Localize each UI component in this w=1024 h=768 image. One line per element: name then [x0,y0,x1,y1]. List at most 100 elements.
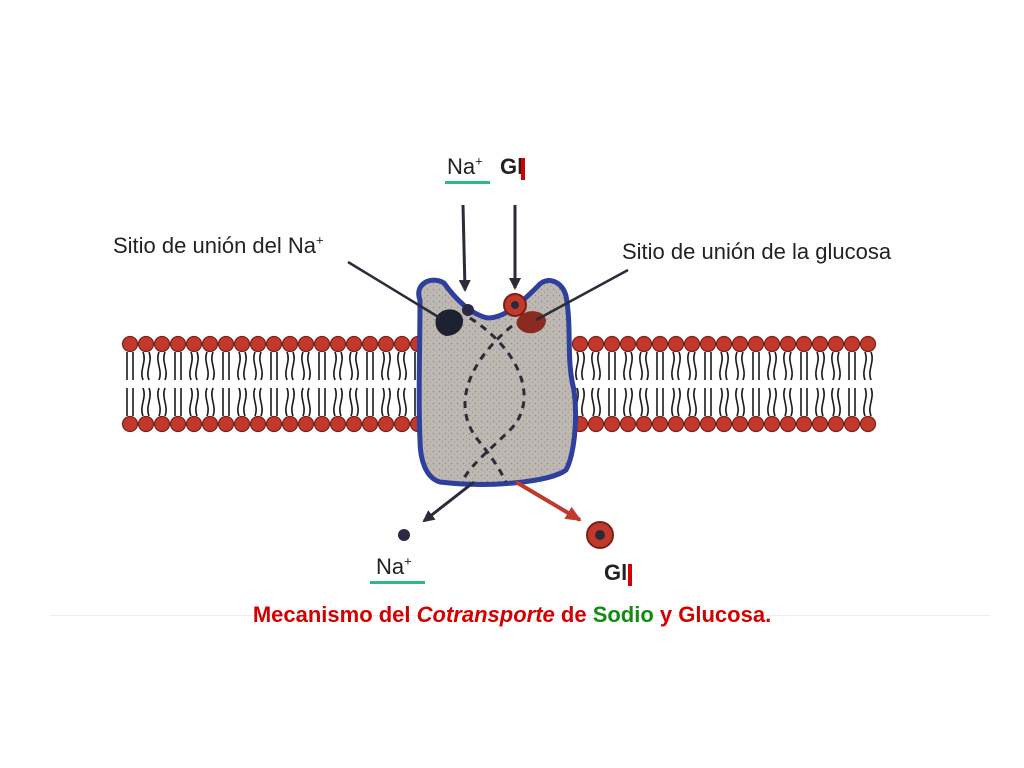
phospholipid-head [699,415,717,433]
caption-part-3: de [554,602,593,627]
lipid-tail [687,387,691,417]
phospholipid-head [779,335,797,353]
lipid-tail [677,351,681,381]
lipid-tail [243,351,247,381]
glucose-pathway-dashed [463,324,513,483]
na-entry-arrow [458,204,471,292]
lipid-tail [259,387,263,417]
phospholipid-head [329,335,347,353]
lipid-tail [869,351,873,381]
lipid-tail [163,387,167,417]
phospholipid-head [587,335,605,353]
lipid-tail [157,351,161,381]
phospholipid-head [393,415,411,433]
na-top-label: Na+ [447,153,483,179]
sodium-ion-bottom [398,529,410,541]
lipid-tail [741,351,745,381]
phospholipid-head [361,335,379,353]
lipid-tail [767,387,771,417]
glucose-binding-site-pointer [535,268,629,322]
lipid-tail [623,351,627,381]
phospholipid-head [843,415,861,433]
lipid-tail [725,387,729,417]
na-bottom-underline [370,581,425,584]
lipid-tail [301,351,305,381]
glucose-molecule-top [503,293,527,317]
lipid-tail [597,387,601,417]
phospholipid-head [827,335,845,353]
phospholipid-head [859,335,877,353]
phospholipid-head [377,335,395,353]
phospholipid-head [361,415,379,433]
lipid-tail [147,387,151,417]
phospholipid-head [715,415,733,433]
phospholipid-head [121,415,139,433]
caption-part-1: Mecanismo del [252,602,417,627]
glucose-molecule-bottom [586,521,614,549]
phospholipid-head [249,335,267,353]
lipid-tail [815,387,819,417]
phospholipid-head [827,415,845,433]
phospholipid-head [185,335,203,353]
phospholipid-head [779,415,797,433]
lipid-tail [339,351,343,381]
lipid-tail [157,387,161,417]
lipid-tail [869,387,873,417]
phospholipid-head [635,415,653,433]
lipid-tail [719,351,723,381]
lipid-tail [863,387,867,417]
lipid-tail [333,387,337,417]
lipid-tail [629,351,633,381]
lipid-tail [307,387,311,417]
phospholipid-head [185,415,203,433]
gl-top-label: Gl [500,154,524,179]
phospholipid-head [249,415,267,433]
lipid-tail [693,387,697,417]
lipid-tail [195,387,199,417]
phospholipid-head [137,335,155,353]
phospholipid-head [651,415,669,433]
phospholipid-head [313,335,331,353]
lipid-tail [333,351,337,381]
phospholipid-head [795,335,813,353]
lipid-tail [767,351,771,381]
lipid-tail [719,387,723,417]
phospholipid-head [603,415,621,433]
lipid-tail [645,351,649,381]
lipid-tail [253,351,257,381]
lipid-tail [837,351,841,381]
phospholipid-head [281,335,299,353]
lipid-tail [355,351,359,381]
glucose-binding-site-label: Sitio de unión de la glucosa [622,239,892,264]
lipid-tail [789,351,793,381]
transport-protein [416,277,579,487]
lipid-tail [725,351,729,381]
na-bottom-label: Na+ [376,553,412,579]
lipid-tail [677,387,681,417]
phospholipid-head [747,415,765,433]
lipid-tail [735,387,739,417]
phospholipid-head [169,335,187,353]
lipid-tail [205,351,209,381]
phospholipid-head [731,415,749,433]
lipid-tail [575,351,579,381]
na-pathway-dashed [460,316,526,483]
phospholipid-head [137,415,155,433]
lipid-tail [645,387,649,417]
phospholipid-head [313,415,331,433]
lipid-tail [189,387,193,417]
lipid-tail [291,387,295,417]
phospholipid-head [811,335,829,353]
lipid-tail [639,387,643,417]
caption-rule [50,615,990,616]
phospholipid-head [153,335,171,353]
glucose-exit-arrow [514,480,582,522]
lipid-tail [195,351,199,381]
lipid-tail [205,387,209,417]
lipid-tail [773,387,777,417]
lipid-tail [403,387,407,417]
lipid-tail [789,387,793,417]
lipid-tail [243,387,247,417]
lipid-tail [141,387,145,417]
